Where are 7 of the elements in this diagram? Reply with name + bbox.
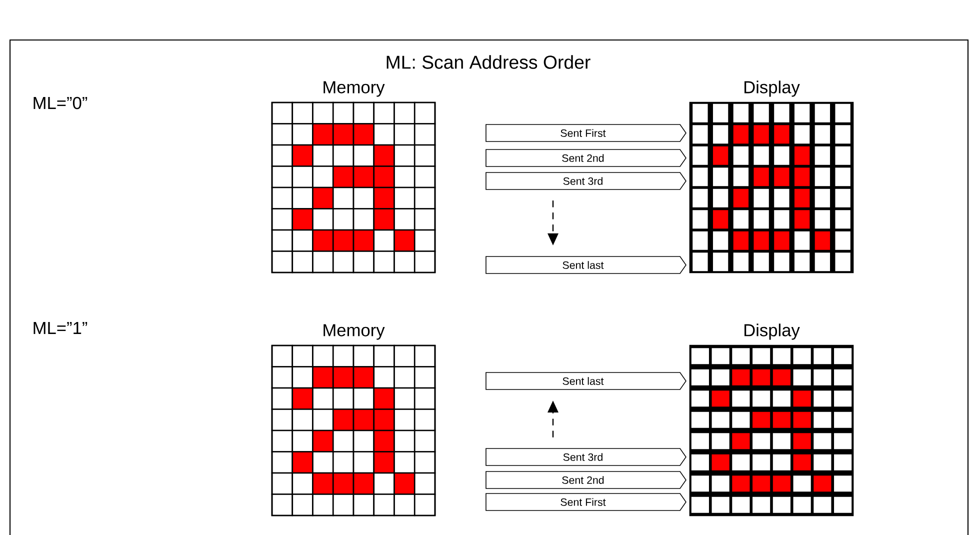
mode-label: ML=”0” bbox=[34, 96, 88, 110]
grid-heading: Display bbox=[744, 80, 800, 97]
mode-label: ML=”1” bbox=[34, 322, 88, 334]
grid-heading: Memory bbox=[324, 324, 385, 340]
title: ML: Scan Address Order bbox=[386, 55, 590, 69]
grid-heading: Display bbox=[744, 324, 800, 340]
grid-heading: Memory bbox=[324, 81, 385, 97]
